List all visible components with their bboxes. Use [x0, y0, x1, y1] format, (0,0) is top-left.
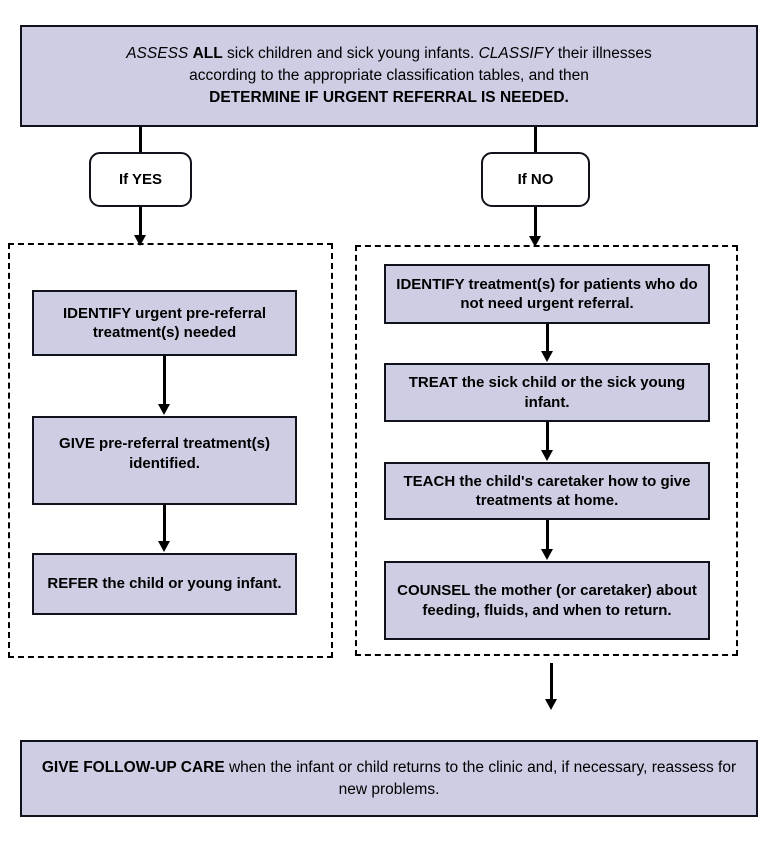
header-box-text: ASSESS ALL sick children and sick young … [22, 43, 756, 109]
arrow-head-icon [158, 404, 170, 415]
connector-stem [533, 127, 537, 152]
connector-stem [549, 663, 553, 700]
header-line-1: ASSESS ALL sick children and sick young … [30, 43, 748, 65]
connector-stem [545, 422, 549, 451]
connector-stem [138, 207, 142, 236]
connector-stem [162, 505, 166, 542]
arrow-head-icon [158, 541, 170, 552]
connector-stem [138, 127, 142, 152]
step-identify-treatments[interactable]: IDENTIFY treatment(s) for patients who d… [384, 264, 710, 324]
arrow-head-icon [529, 236, 541, 247]
arrow-head-icon [541, 450, 553, 461]
decision-if-no[interactable]: If NO [481, 152, 590, 207]
header-assess-word: ASSESS [126, 45, 189, 62]
non-urgent-treatment-group [355, 245, 738, 656]
step-treat-sick-child[interactable]: TREAT the sick child or the sick young i… [384, 363, 710, 422]
arrow-head-icon [541, 351, 553, 362]
header-line-3-determine: DETERMINE IF URGENT REFERRAL IS NEEDED. [209, 89, 569, 106]
footer-rest-text: when the infant or child returns to the … [224, 758, 737, 798]
step-give-pre-referral[interactable]: GIVE pre-referral treatment(s) identifie… [32, 416, 297, 505]
header-line1-post: their illnesses [553, 45, 652, 62]
step-teach-caretaker-label: TEACH the child's caretaker how to give … [403, 472, 691, 510]
header-line1-mid: sick children and sick young infants. [222, 45, 479, 62]
footer-bold-lead: GIVE FOLLOW-UP CARE [41, 758, 225, 776]
header-all-word: ALL [192, 45, 223, 62]
connector-stem [545, 520, 549, 550]
urgent-referral-group [8, 243, 333, 658]
decision-if-yes-label: If YES [118, 171, 163, 188]
step-give-pre-referral-label: GIVE pre-referral treatment(s) identifie… [59, 435, 270, 472]
step-refer-child-label: REFER the child or young infant. [47, 575, 282, 593]
header-line-2: according to the appropriate classificat… [189, 67, 589, 84]
header-classify-word: CLASSIFY [478, 45, 554, 62]
decision-if-no-label: If NO [517, 171, 554, 188]
step-teach-caretaker[interactable]: TEACH the child's caretaker how to give … [384, 462, 710, 520]
step-identify-pre-referral-label: IDENTIFY urgent pre-referral treatment(s… [62, 304, 267, 342]
connector-stem [162, 356, 166, 405]
arrow-head-icon [545, 699, 557, 710]
arrow-head-icon [134, 235, 146, 246]
decision-if-yes[interactable]: If YES [89, 152, 192, 207]
step-counsel-mother-label: COUNSEL the mother (or caretaker) about … [397, 582, 697, 619]
connector-stem [545, 324, 549, 352]
footer-box-text: GIVE FOLLOW-UP CARE when the infant or c… [22, 757, 756, 801]
connector-stem [533, 207, 537, 237]
step-counsel-mother[interactable]: COUNSEL the mother (or caretaker) about … [384, 561, 710, 640]
footer-follow-up-care-box: GIVE FOLLOW-UP CARE when the infant or c… [20, 740, 758, 817]
step-identify-pre-referral[interactable]: IDENTIFY urgent pre-referral treatment(s… [32, 290, 297, 356]
step-treat-sick-child-label: TREAT the sick child or the sick young i… [408, 374, 686, 411]
arrow-head-icon [541, 549, 553, 560]
step-identify-treatments-label: IDENTIFY treatment(s) for patients who d… [396, 275, 698, 313]
header-assess-classify-box: ASSESS ALL sick children and sick young … [20, 25, 758, 127]
step-refer-child[interactable]: REFER the child or young infant. [32, 553, 297, 615]
